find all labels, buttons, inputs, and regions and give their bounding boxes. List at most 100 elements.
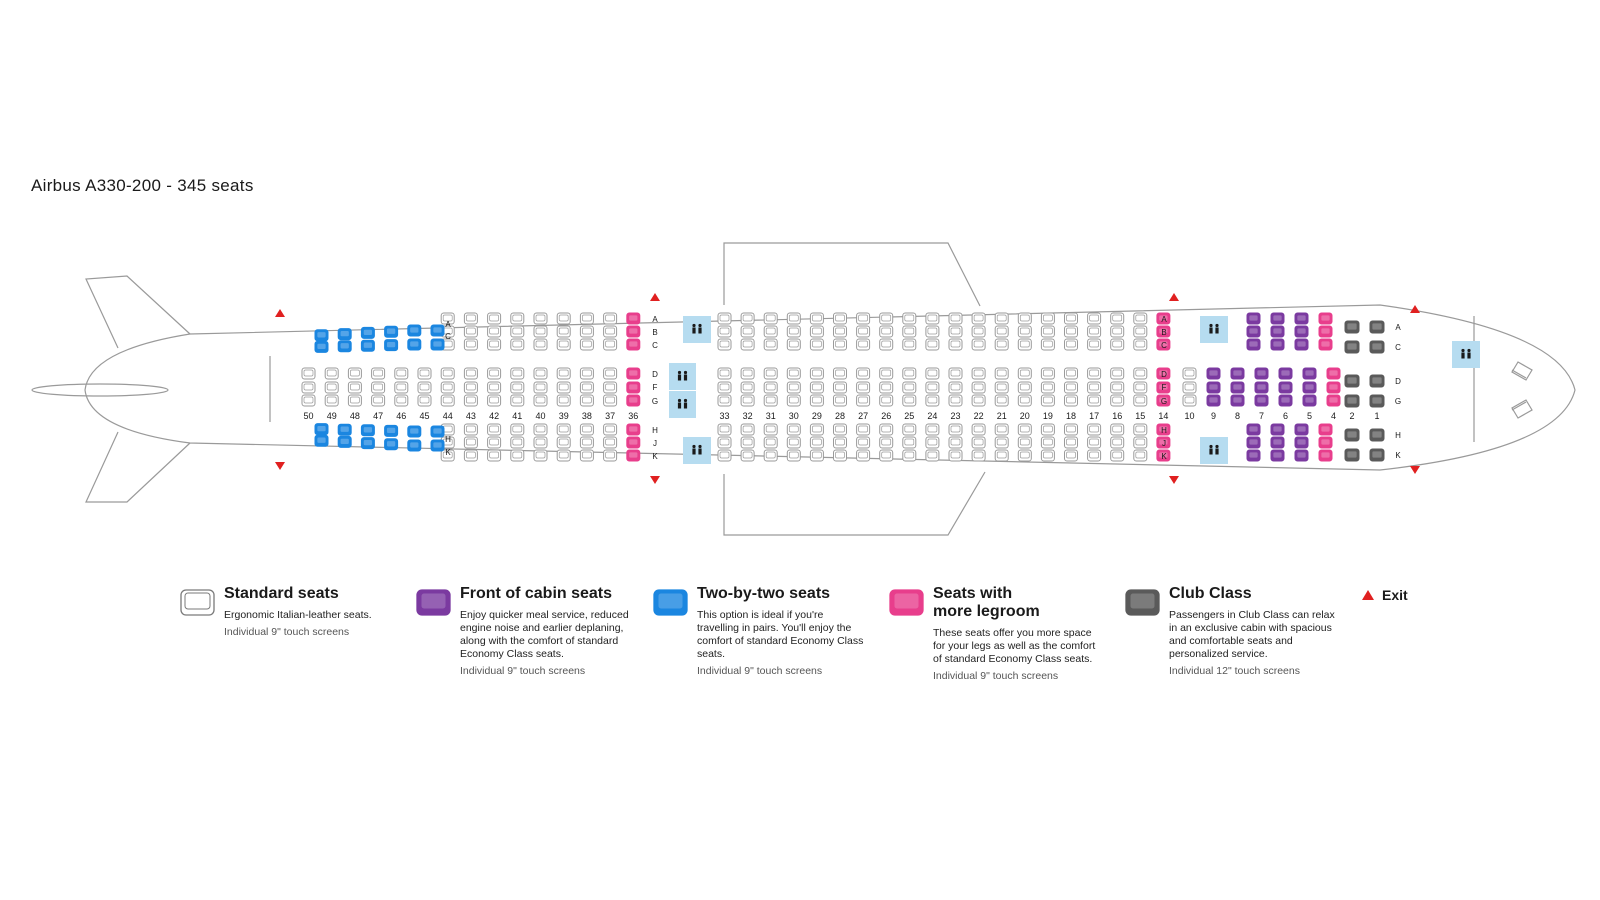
seat[interactable]	[809, 423, 824, 436]
seat[interactable]	[1270, 325, 1285, 338]
seat[interactable]	[1302, 394, 1317, 407]
seat[interactable]	[717, 367, 732, 380]
seat[interactable]	[1182, 381, 1197, 394]
seat[interactable]	[1278, 394, 1293, 407]
seat[interactable]	[1040, 394, 1055, 407]
seat[interactable]	[1156, 338, 1171, 351]
seat[interactable]	[1040, 338, 1055, 351]
seat[interactable]	[1087, 449, 1102, 462]
seat[interactable]	[925, 423, 940, 436]
seat[interactable]	[510, 449, 525, 462]
seat[interactable]	[879, 449, 894, 462]
seat[interactable]	[347, 367, 362, 380]
seat[interactable]	[948, 325, 963, 338]
seat[interactable]	[1040, 423, 1055, 436]
seat[interactable]	[786, 381, 801, 394]
seat[interactable]	[1040, 312, 1055, 325]
seat[interactable]	[925, 449, 940, 462]
seat[interactable]	[1344, 448, 1360, 462]
seat[interactable]	[626, 338, 641, 351]
seat[interactable]	[994, 367, 1009, 380]
seat[interactable]	[856, 423, 871, 436]
seat[interactable]	[337, 328, 352, 341]
seat[interactable]	[1246, 325, 1261, 338]
seat[interactable]	[487, 423, 502, 436]
seat[interactable]	[579, 325, 594, 338]
seat[interactable]	[1040, 367, 1055, 380]
seat[interactable]	[626, 436, 641, 449]
seat[interactable]	[510, 325, 525, 338]
seat[interactable]	[1064, 367, 1078, 380]
seat[interactable]	[1017, 367, 1032, 380]
seat[interactable]	[337, 423, 352, 436]
seat[interactable]	[1110, 325, 1125, 338]
seat[interactable]	[463, 449, 478, 462]
seat[interactable]	[809, 312, 824, 325]
seat[interactable]	[487, 338, 502, 351]
seat[interactable]	[1230, 381, 1245, 394]
seat[interactable]	[1369, 340, 1385, 354]
seat[interactable]	[430, 324, 445, 337]
seat[interactable]	[1156, 436, 1171, 449]
seat[interactable]	[1254, 367, 1269, 380]
seat[interactable]	[879, 394, 894, 407]
seat[interactable]	[579, 436, 594, 449]
seat[interactable]	[740, 312, 755, 325]
seat[interactable]	[971, 367, 986, 380]
seat[interactable]	[971, 394, 986, 407]
seat[interactable]	[1369, 428, 1385, 442]
seat[interactable]	[407, 338, 422, 351]
seat[interactable]	[1156, 394, 1171, 407]
seat[interactable]	[763, 449, 778, 462]
seat[interactable]	[1246, 423, 1261, 436]
seat[interactable]	[1369, 448, 1385, 462]
seat[interactable]	[833, 367, 847, 380]
seat[interactable]	[809, 449, 824, 462]
seat[interactable]	[603, 449, 618, 462]
seat[interactable]	[603, 367, 618, 380]
seat[interactable]	[1230, 367, 1245, 380]
seat[interactable]	[394, 367, 409, 380]
seat[interactable]	[740, 436, 755, 449]
seat[interactable]	[1326, 394, 1341, 407]
seat[interactable]	[1246, 449, 1261, 462]
seat[interactable]	[430, 425, 445, 438]
seat[interactable]	[740, 449, 755, 462]
seat[interactable]	[360, 424, 375, 437]
seat[interactable]	[579, 367, 594, 380]
seat[interactable]	[324, 381, 339, 394]
seat[interactable]	[579, 394, 594, 407]
seat[interactable]	[371, 381, 386, 394]
seat[interactable]	[925, 338, 940, 351]
seat[interactable]	[833, 423, 847, 436]
seat[interactable]	[324, 367, 339, 380]
seat[interactable]	[463, 312, 478, 325]
seat[interactable]	[971, 423, 986, 436]
seat[interactable]	[994, 312, 1009, 325]
seat[interactable]	[440, 312, 455, 325]
seat[interactable]	[1270, 338, 1285, 351]
seat[interactable]	[740, 381, 755, 394]
seat[interactable]	[603, 338, 618, 351]
seat[interactable]	[1230, 394, 1245, 407]
seat[interactable]	[856, 325, 871, 338]
seat[interactable]	[971, 449, 986, 462]
seat[interactable]	[463, 381, 478, 394]
seat[interactable]	[430, 338, 445, 351]
seat[interactable]	[1064, 449, 1078, 462]
seat[interactable]	[879, 367, 894, 380]
seat[interactable]	[833, 312, 847, 325]
seat[interactable]	[1133, 338, 1148, 351]
seat[interactable]	[301, 394, 316, 407]
seat[interactable]	[856, 449, 871, 462]
seat[interactable]	[440, 381, 455, 394]
seat[interactable]	[533, 381, 548, 394]
seat[interactable]	[763, 436, 778, 449]
seat[interactable]	[994, 436, 1009, 449]
seat[interactable]	[971, 381, 986, 394]
seat[interactable]	[809, 394, 824, 407]
seat[interactable]	[1040, 449, 1055, 462]
seat[interactable]	[856, 381, 871, 394]
seat[interactable]	[833, 436, 847, 449]
seat[interactable]	[430, 439, 445, 452]
